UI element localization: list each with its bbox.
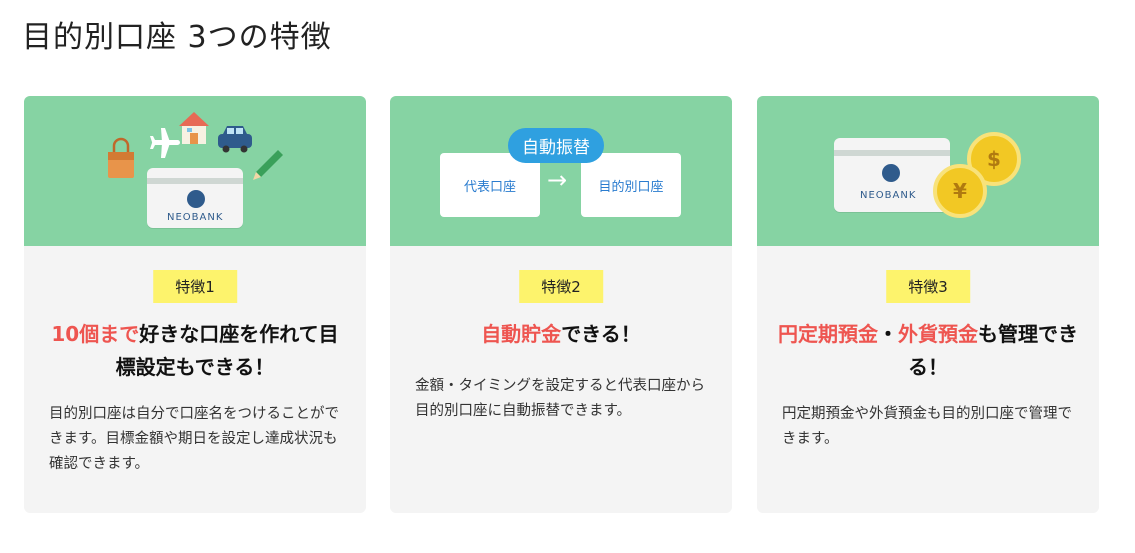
heading-text: も管理できる！ [908, 322, 1078, 379]
heading-separator: ・ [878, 322, 898, 346]
feature-card-3: NEOBANK $ ¥ 特徴3 円定期預金・外貨預金も管理できる！ 円定期預金や… [757, 96, 1099, 513]
feature-illustration-1: NEOBANK [24, 96, 366, 246]
page-title: 目的別口座 3つの特徴 [22, 20, 332, 55]
auto-transfer-pill: 自動振替 [508, 128, 604, 163]
feature-description: 円定期預金や外貨預金も目的別口座で管理できます。 [782, 406, 1072, 447]
feature-heading: 10個まで好きな口座を作れて目標設定もできる！ [44, 318, 346, 384]
bank-card: NEOBANK [147, 168, 243, 228]
car-icon [218, 126, 252, 153]
feature-badge: 特徴3 [886, 270, 970, 303]
heading-text: できる！ [561, 322, 641, 346]
pencil-icon [253, 150, 283, 180]
heading-highlight: 10個まで [51, 322, 140, 346]
heading-highlight-1: 円定期預金 [778, 322, 878, 346]
bank-card-label: NEOBANK [860, 190, 917, 201]
yen-coin-icon: ¥ [933, 164, 987, 218]
goals-illustration [108, 112, 283, 180]
dollar-coin-icon: $ [967, 132, 1021, 186]
airplane-icon [150, 128, 180, 158]
transfer-arrow-icon: → [547, 166, 568, 194]
heading-text: 好きな口座を作れて目標設定もできる！ [115, 322, 339, 379]
shopping-bag-icon [108, 137, 134, 178]
feature-illustration-2: 代表口座 → 目的別口座 自動振替 [390, 96, 732, 246]
bank-card-label: NEOBANK [167, 212, 224, 223]
bank-card: NEOBANK [834, 138, 950, 212]
feature-description: 金額・タイミングを設定すると代表口座から目的別口座に自動振替できます。 [415, 378, 705, 419]
heading-highlight: 自動貯金 [481, 322, 562, 346]
heading-highlight-2: 外貨預金 [898, 322, 978, 346]
neobank-logo-icon [882, 164, 900, 182]
feature-card-2: 代表口座 → 目的別口座 自動振替 特徴2 自動貯金できる！ 金額・タイミングを… [390, 96, 732, 513]
feature-heading: 円定期預金・外貨預金も管理できる！ [777, 318, 1079, 384]
feature-card-1: NEOBANK 特徴1 10個まで好きな口座を作れて目標設定もできる！ 目的別口… [24, 96, 366, 513]
feature-illustration-3: NEOBANK $ ¥ [757, 96, 1099, 246]
feature-badge: 特徴1 [153, 270, 237, 303]
house-icon [179, 112, 209, 144]
neobank-logo-icon [187, 190, 205, 208]
to-account-box: 目的別口座 [581, 153, 681, 217]
feature-description: 目的別口座は自分で口座名をつけることができます。目標金額や期日を設定し達成状況も… [49, 406, 339, 472]
feature-badge: 特徴2 [519, 270, 603, 303]
feature-heading: 自動貯金できる！ [410, 318, 712, 351]
from-account-box: 代表口座 [440, 153, 540, 217]
